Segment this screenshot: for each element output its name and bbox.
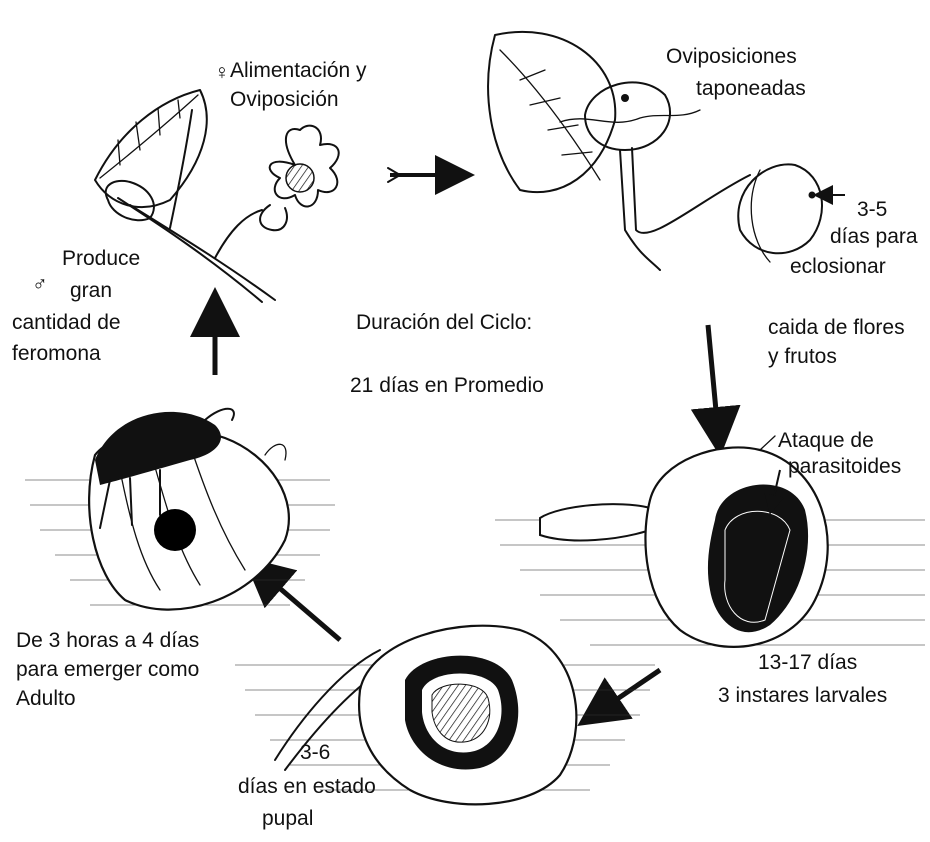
label-emerge-line1: De 3 horas a 4 días bbox=[16, 628, 199, 654]
label-parasitoids-line1: Ataque de bbox=[778, 428, 874, 454]
label-parasitoids-line2: parasitoides bbox=[788, 454, 901, 480]
cycle-duration-value: 21 días en Promedio bbox=[350, 373, 544, 399]
adult-emerging-illustration bbox=[25, 409, 335, 610]
label-male-line1: Produce bbox=[62, 246, 140, 272]
female-symbol: ♀ bbox=[214, 60, 230, 86]
cycle-duration-title: Duración del Ciclo: bbox=[356, 310, 532, 336]
label-emerge-line2: para emerger como bbox=[16, 657, 199, 683]
label-pupal-line3: pupal bbox=[262, 806, 313, 832]
label-male-line2: gran bbox=[70, 278, 112, 304]
label-larval-line1: 13-17 días bbox=[758, 650, 857, 676]
arrow-down bbox=[708, 325, 718, 432]
label-feeding-line1: Alimentación y bbox=[230, 58, 367, 84]
label-hatch-line2: días para bbox=[830, 224, 918, 250]
flower bbox=[260, 126, 339, 231]
arrow-right bbox=[388, 168, 455, 182]
label-male-line4: feromona bbox=[12, 341, 101, 367]
label-pupal-line2: días en estado bbox=[238, 774, 376, 800]
label-oviposition-line1: Oviposiciones bbox=[666, 44, 797, 70]
label-emerge-line3: Adulto bbox=[16, 686, 76, 712]
label-hatch-line1: 3-5 bbox=[857, 197, 887, 223]
label-drop-line2: y frutos bbox=[768, 344, 837, 370]
label-larval-line2: 3 instares larvales bbox=[718, 683, 887, 709]
male-symbol: ♂ bbox=[32, 272, 48, 298]
label-hatch-line3: eclosionar bbox=[790, 254, 886, 280]
label-oviposition-line2: taponeadas bbox=[696, 76, 806, 102]
label-male-line3: cantidad de bbox=[12, 310, 121, 336]
label-drop-line1: caida de flores bbox=[768, 315, 905, 341]
arrow-down-left bbox=[598, 670, 660, 712]
label-pupal-line1: 3-6 bbox=[300, 740, 330, 766]
label-feeding-line2: Oviposición bbox=[230, 87, 339, 113]
arrow-up-left bbox=[262, 573, 340, 640]
